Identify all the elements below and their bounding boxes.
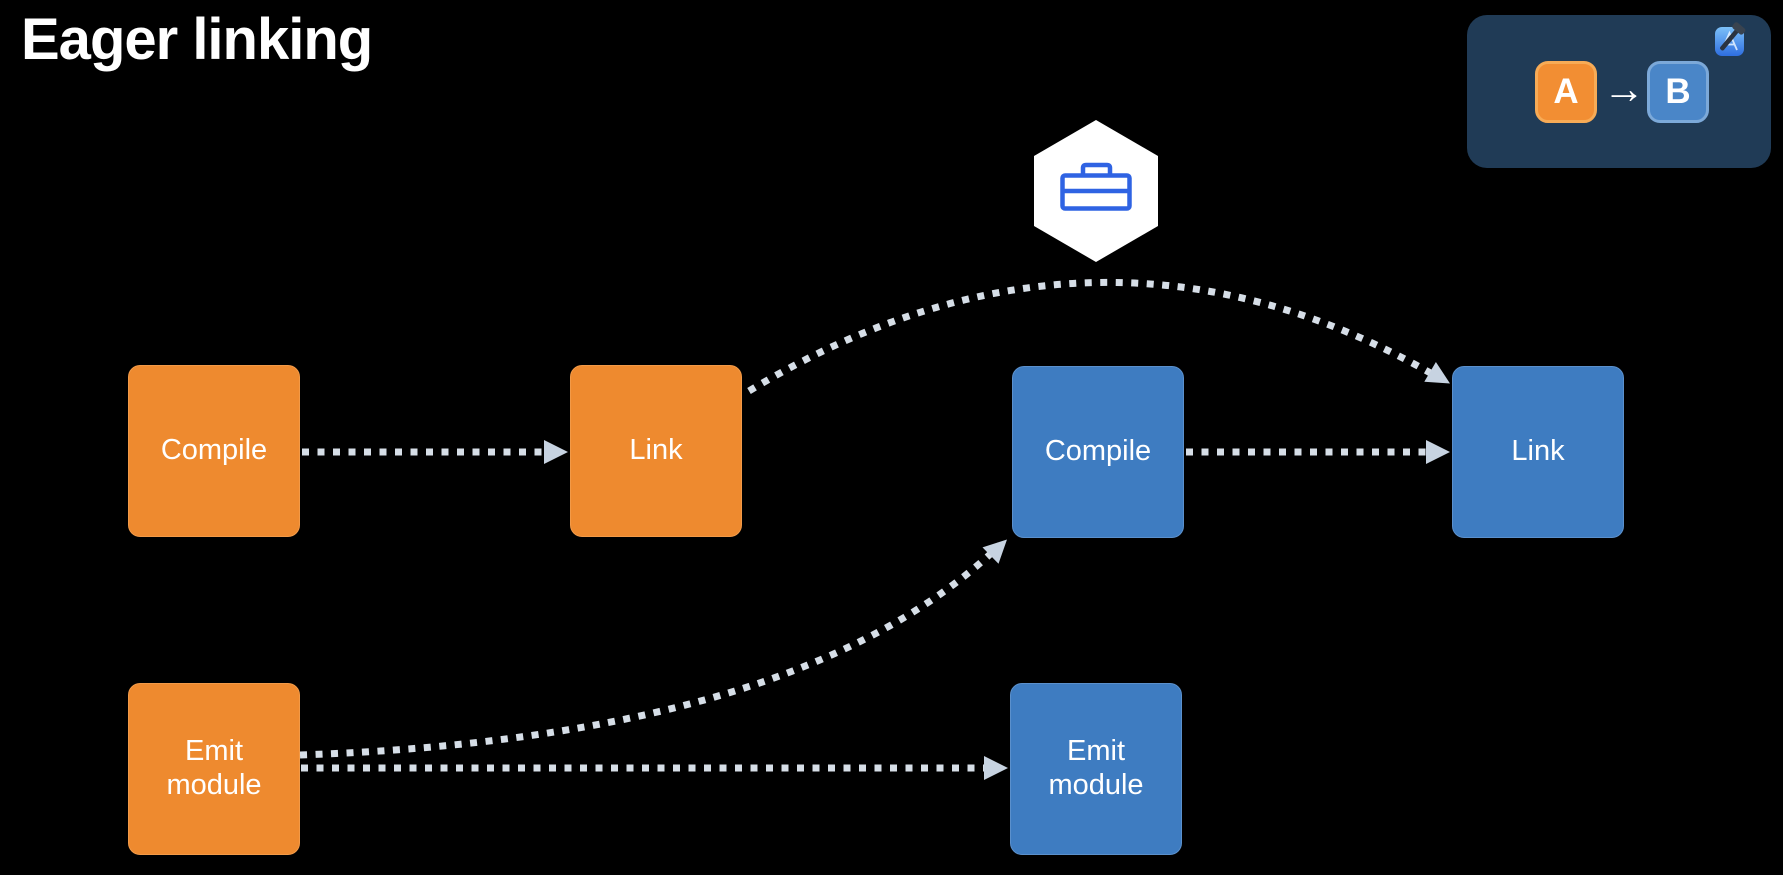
node-compile-a: Compile <box>128 365 300 537</box>
node-compile-b: Compile <box>1012 366 1184 538</box>
arrowhead-b-compile <box>982 539 1007 564</box>
node-label: Compile <box>160 434 268 467</box>
node-label: Link <box>1511 435 1565 468</box>
legend-node-b-label: B <box>1665 72 1691 111</box>
toolbox-hexagon-badge <box>1034 120 1158 262</box>
legend-arrow-icon: → <box>1603 65 1645 112</box>
node-link-b: Link <box>1452 366 1624 538</box>
arrowhead-b-link-curved <box>1424 362 1450 384</box>
briefcase-icon <box>1060 162 1132 211</box>
node-emit-module-b: Emit module <box>1010 683 1182 855</box>
arrowhead-b-emit <box>984 756 1008 780</box>
node-link-a: Link <box>570 365 742 537</box>
legend-node-a-label: A <box>1553 72 1579 111</box>
arrowhead-b-link-horizontal <box>1426 440 1450 464</box>
edge-a-emit-to-b-compile <box>299 542 1003 759</box>
page-title: Eager linking <box>21 7 373 72</box>
node-emit-module-a: Emit module <box>128 683 300 855</box>
legend-node-a: A <box>1535 61 1597 123</box>
edge-a-link-to-b-link <box>747 279 1443 395</box>
legend-node-b: B <box>1647 61 1709 123</box>
node-label: Emit module <box>166 735 262 801</box>
xcode-app-icon <box>1715 22 1746 56</box>
node-label: Compile <box>1044 435 1152 468</box>
legend-panel: A → B <box>1467 15 1771 168</box>
arrowhead-a-link <box>544 440 568 464</box>
hammer-glyph <box>1720 22 1746 51</box>
node-label: Emit module <box>1048 735 1144 801</box>
node-label: Link <box>629 434 683 467</box>
